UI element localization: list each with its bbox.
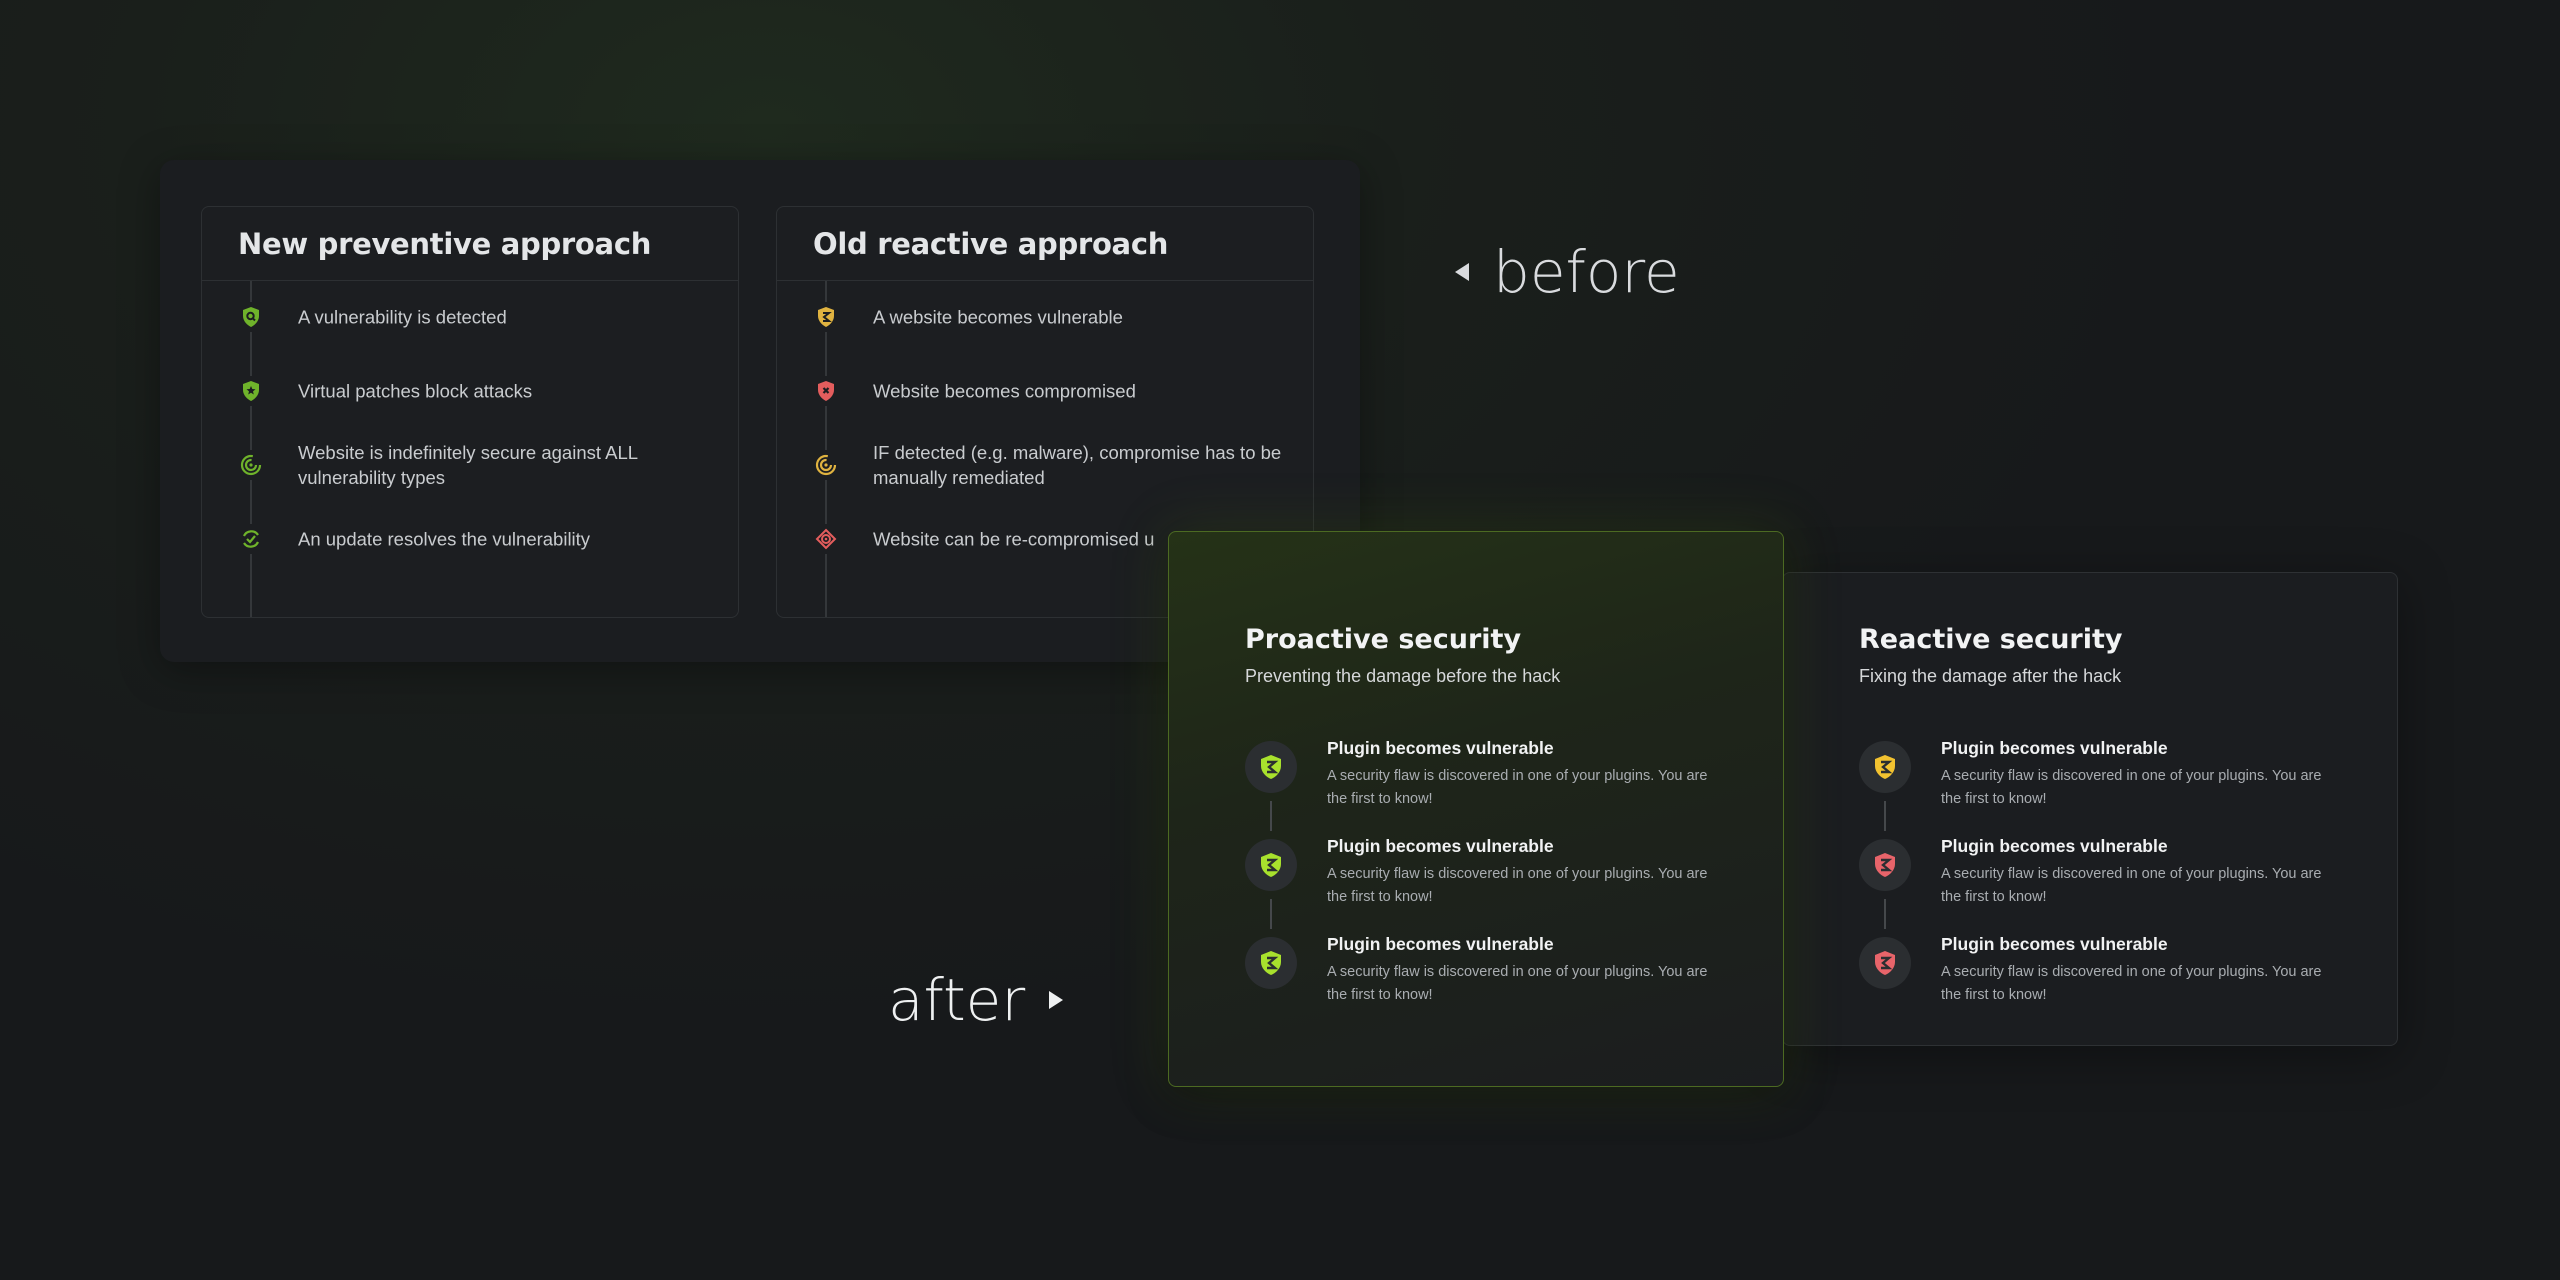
shield-search-icon <box>236 302 266 332</box>
item-text: Website is indefinitely secure against A… <box>298 442 638 488</box>
proactive-step: Plugin becomes vulnerable A security fla… <box>1245 738 1745 831</box>
step-title: Plugin becomes vulnerable <box>1941 836 2168 856</box>
new-approach-item: An update resolves the vulnerability <box>202 509 738 569</box>
patchstack-logo-icon <box>1245 839 1297 891</box>
step-description: A security flaw is discovered in one of … <box>1941 866 2322 905</box>
proactive-step: Plugin becomes vulnerable A security fla… <box>1245 836 1745 929</box>
step-description: A security flaw is discovered in one of … <box>1327 964 1708 1003</box>
item-text: IF detected (e.g. malware), compromise h… <box>873 442 1282 488</box>
radar-icon <box>811 450 841 480</box>
step-connector <box>1270 801 1272 831</box>
patchstack-logo-icon <box>1859 937 1911 989</box>
before-label: before <box>1455 238 1680 306</box>
proactive-subtitle: Preventing the damage before the hack <box>1245 666 1561 686</box>
reactive-subtitle: Fixing the damage after the hack <box>1859 666 2122 686</box>
item-text: A website becomes vulnerable <box>873 306 1123 328</box>
old-approach-item: Website can be re-compromised u <box>777 509 1313 569</box>
step-connector <box>1884 899 1886 929</box>
item-text: Website can be re-compromised u <box>873 528 1155 550</box>
step-title: Plugin becomes vulnerable <box>1941 738 2168 758</box>
new-approach-title: New preventive approach <box>202 207 738 281</box>
refresh-check-icon <box>236 524 266 554</box>
patchstack-logo-icon <box>1245 937 1297 989</box>
patchstack-logo-icon <box>1245 741 1297 793</box>
timeline-line <box>250 281 252 617</box>
old-approach-item: IF detected (e.g. malware), compromise h… <box>777 435 1313 495</box>
reactive-title: Reactive security <box>1859 624 2123 655</box>
triangle-right-icon <box>1049 991 1064 1009</box>
proactive-title: Proactive security <box>1245 624 1522 655</box>
timeline-line <box>825 281 827 617</box>
triangle-left-icon <box>1455 263 1469 281</box>
patchstack-logo-icon <box>1859 839 1911 891</box>
new-approach-card: New preventive approach A vulnerability … <box>201 206 739 618</box>
step-description: A security flaw is discovered in one of … <box>1327 768 1708 807</box>
step-connector <box>1884 801 1886 831</box>
item-text: An update resolves the vulnerability <box>298 528 591 550</box>
old-approach-item: A website becomes vulnerable <box>777 287 1313 347</box>
shield-x-icon <box>811 376 841 406</box>
reactive-step: Plugin becomes vulnerable A security fla… <box>1859 836 2359 929</box>
step-description: A security flaw is discovered in one of … <box>1941 964 2322 1003</box>
step-title: Plugin becomes vulnerable <box>1327 836 1554 856</box>
step-connector <box>1270 899 1272 929</box>
patchstack-logo-icon <box>1859 741 1911 793</box>
shield-warning-icon <box>811 302 841 332</box>
after-label-text: after <box>888 966 1026 1034</box>
after-label: after <box>888 966 1064 1034</box>
item-text: Website becomes compromised <box>873 380 1136 402</box>
before-panel: New preventive approach A vulnerability … <box>160 160 1360 662</box>
radar-icon <box>236 450 266 480</box>
proactive-step: Plugin becomes vulnerable A security fla… <box>1245 934 1745 1027</box>
shield-star-icon <box>236 376 266 406</box>
old-approach-title: Old reactive approach <box>777 207 1313 281</box>
step-title: Plugin becomes vulnerable <box>1941 934 2168 954</box>
item-text: Virtual patches block attacks <box>298 380 533 402</box>
item-text: A vulnerability is detected <box>298 306 507 328</box>
step-description: A security flaw is discovered in one of … <box>1327 866 1708 905</box>
step-description: A security flaw is discovered in one of … <box>1941 768 2322 807</box>
target-icon <box>811 524 841 554</box>
reactive-security-card: Reactive security Fixing the damage afte… <box>1782 572 2398 1046</box>
reactive-step: Plugin becomes vulnerable A security fla… <box>1859 738 2359 831</box>
step-title: Plugin becomes vulnerable <box>1327 934 1554 954</box>
proactive-security-card: Proactive security Preventing the damage… <box>1168 531 1784 1087</box>
new-approach-item: Virtual patches block attacks <box>202 361 738 421</box>
new-approach-item: A vulnerability is detected <box>202 287 738 347</box>
reactive-step: Plugin becomes vulnerable A security fla… <box>1859 934 2359 1027</box>
before-label-text: before <box>1493 238 1680 306</box>
new-approach-item: Website is indefinitely secure against A… <box>202 435 738 495</box>
old-approach-item: Website becomes compromised <box>777 361 1313 421</box>
step-title: Plugin becomes vulnerable <box>1327 738 1554 758</box>
